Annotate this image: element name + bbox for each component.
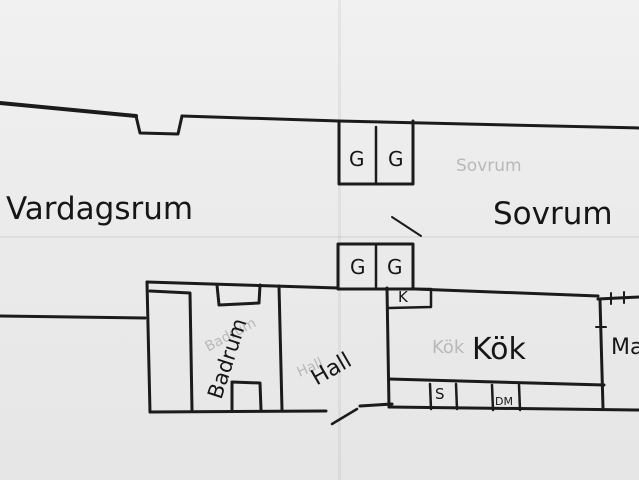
closet-label: G [350,255,366,279]
kitchen-k-label: K [398,288,408,306]
living-room-bottom-wall [0,314,147,320]
closet-label: G [349,147,365,171]
paper-fold-horizontal [0,236,639,238]
living-room-label: Vardagsrum [6,191,194,227]
bathroom-inner-wall [277,284,284,412]
kitchen-dm-label: DM [495,395,513,408]
bedroom-faint-label: Sovrum [456,156,522,176]
top-wall [0,101,138,118]
kitchen-faint-label: Kök [432,337,465,358]
window-marks [596,295,639,301]
k-box [386,287,433,310]
closet-label: G [388,147,404,171]
kitchen-counter [387,377,606,387]
toilet [230,380,263,412]
entrance-door [330,407,359,426]
bathtub [148,289,194,412]
kitchen-s-label: S [435,385,445,403]
closet-label: G [387,255,403,279]
top-wall-right [180,114,639,130]
bathroom-outer [145,280,340,290]
bedroom-label: Sovrum [493,196,613,232]
sink [215,283,262,307]
kitchen-right-wall [598,298,605,410]
kitchen-label: Kök [472,332,526,367]
partial-room-label: Ma [611,335,639,360]
window-notch [134,114,184,136]
paper-fold-vertical [338,0,341,480]
kitchen-wall [385,286,391,409]
door-swing [391,216,422,237]
